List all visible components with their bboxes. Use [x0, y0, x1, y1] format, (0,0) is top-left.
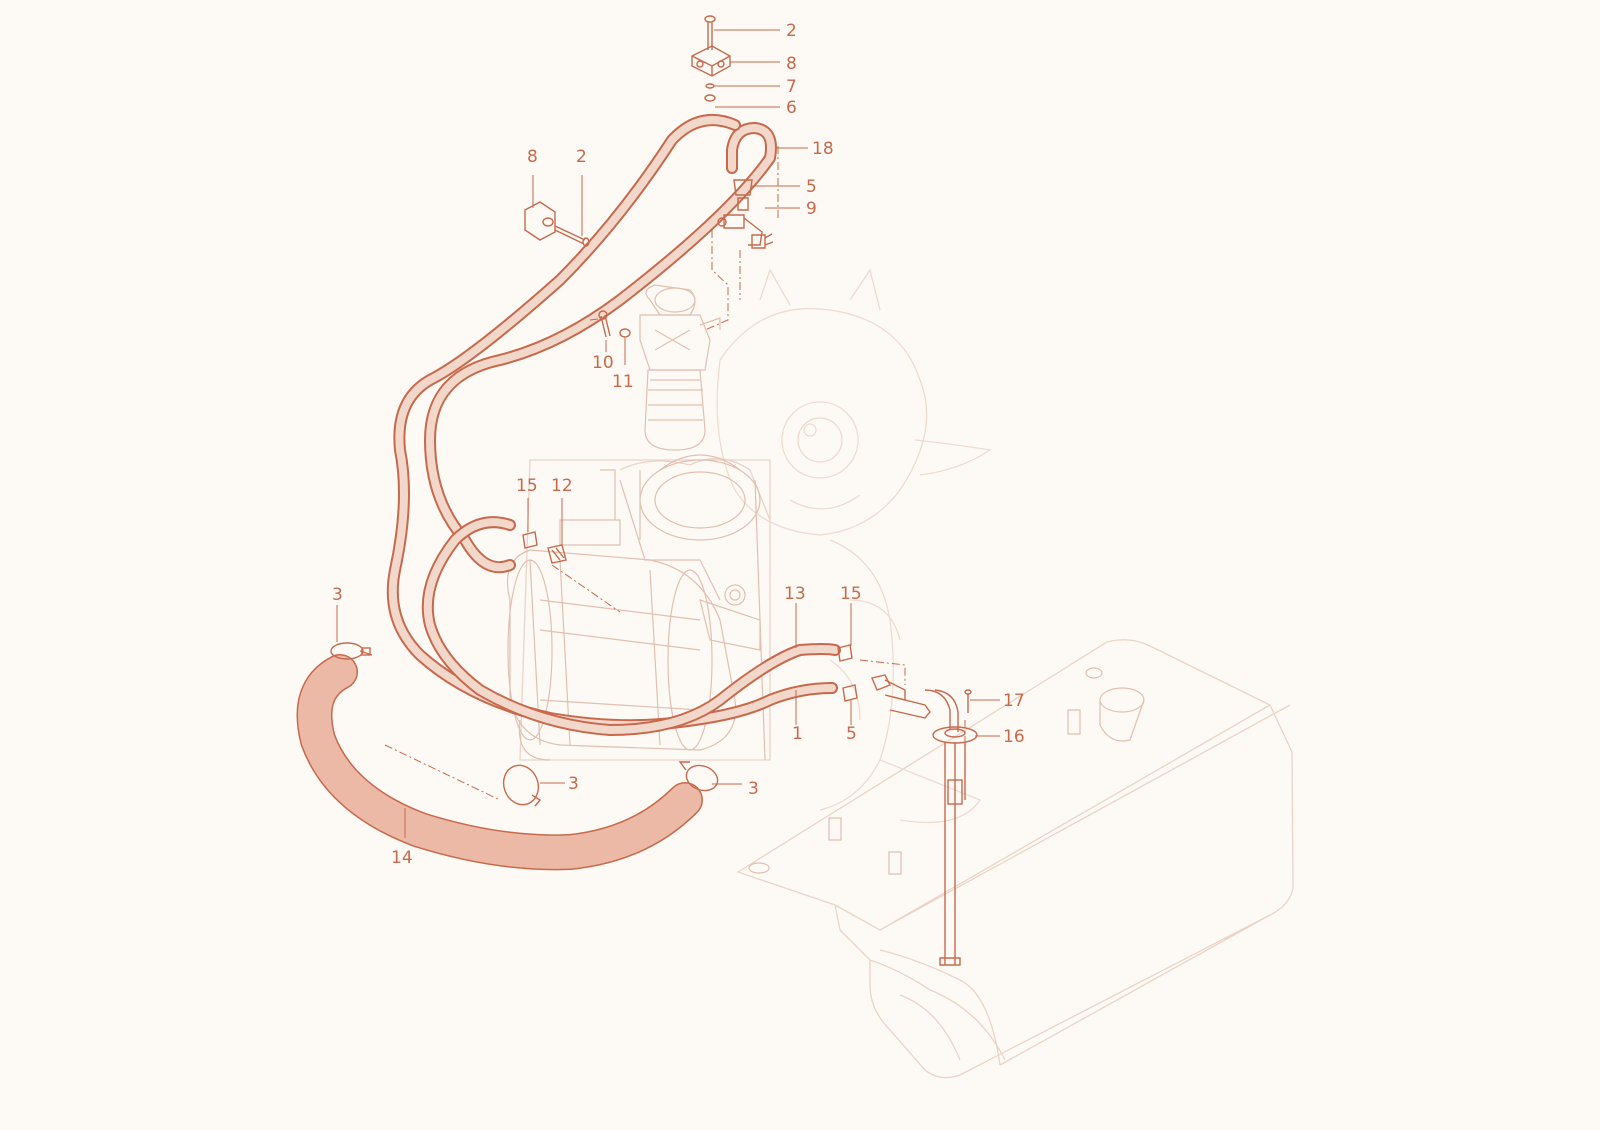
screw-17 [964, 689, 972, 713]
callout-6: 6 [786, 98, 797, 118]
callout-12: 12 [551, 476, 573, 496]
callout-10: 10 [592, 353, 614, 373]
callout-3-middle: 3 [568, 774, 579, 794]
fuel-filter-assembly [639, 284, 721, 451]
clamp-bracket-side [524, 201, 590, 247]
callout-17: 17 [1003, 691, 1025, 711]
callout-8-top: 8 [786, 54, 797, 74]
hose-outer-loop [386, 114, 838, 732]
fitting-15-5-right [837, 644, 931, 719]
fitting-5-9-upper [717, 179, 774, 249]
callout-13: 13 [784, 584, 806, 604]
callout-18: 18 [812, 139, 834, 159]
leader-lines [336, 29, 1000, 838]
hose-clamp-3-left [330, 642, 373, 660]
callout-14: 14 [391, 848, 413, 868]
fuel-tank-drawing [736, 639, 1294, 1079]
assembly-centerlines [384, 146, 966, 801]
callout-8-side: 8 [527, 147, 538, 167]
hose-clamp-3-right [678, 761, 719, 792]
fitting-15-12-left [522, 531, 567, 564]
bolt-10-washer-11 [598, 310, 631, 338]
callout-5-lower: 5 [846, 724, 857, 744]
callout-15-right: 15 [840, 584, 862, 604]
callout-16: 16 [1003, 727, 1025, 747]
callout-5-upper: 5 [806, 177, 817, 197]
engine-block-drawing [506, 454, 771, 761]
hose-13 [421, 516, 841, 736]
hose-18 [424, 122, 777, 574]
hose-14 [296, 654, 703, 871]
callout-9: 9 [806, 199, 817, 219]
fuel-sender-unit-16 [924, 689, 978, 966]
hose-clamp-3-middle [502, 764, 542, 807]
callout-2-top: 2 [786, 21, 797, 41]
callout-7: 7 [786, 77, 797, 97]
callout-labels: 2 8 7 6 18 5 9 8 2 10 11 15 12 3 13 15 1… [332, 21, 1025, 868]
callout-3-right: 3 [748, 779, 759, 799]
clamp-bracket-top [691, 15, 731, 102]
callout-2-side: 2 [576, 147, 587, 167]
callout-15-left: 15 [516, 476, 538, 496]
callout-3-left: 3 [332, 585, 343, 605]
callout-1: 1 [792, 724, 803, 744]
watermark-creature [716, 268, 992, 824]
callout-11: 11 [612, 372, 634, 392]
